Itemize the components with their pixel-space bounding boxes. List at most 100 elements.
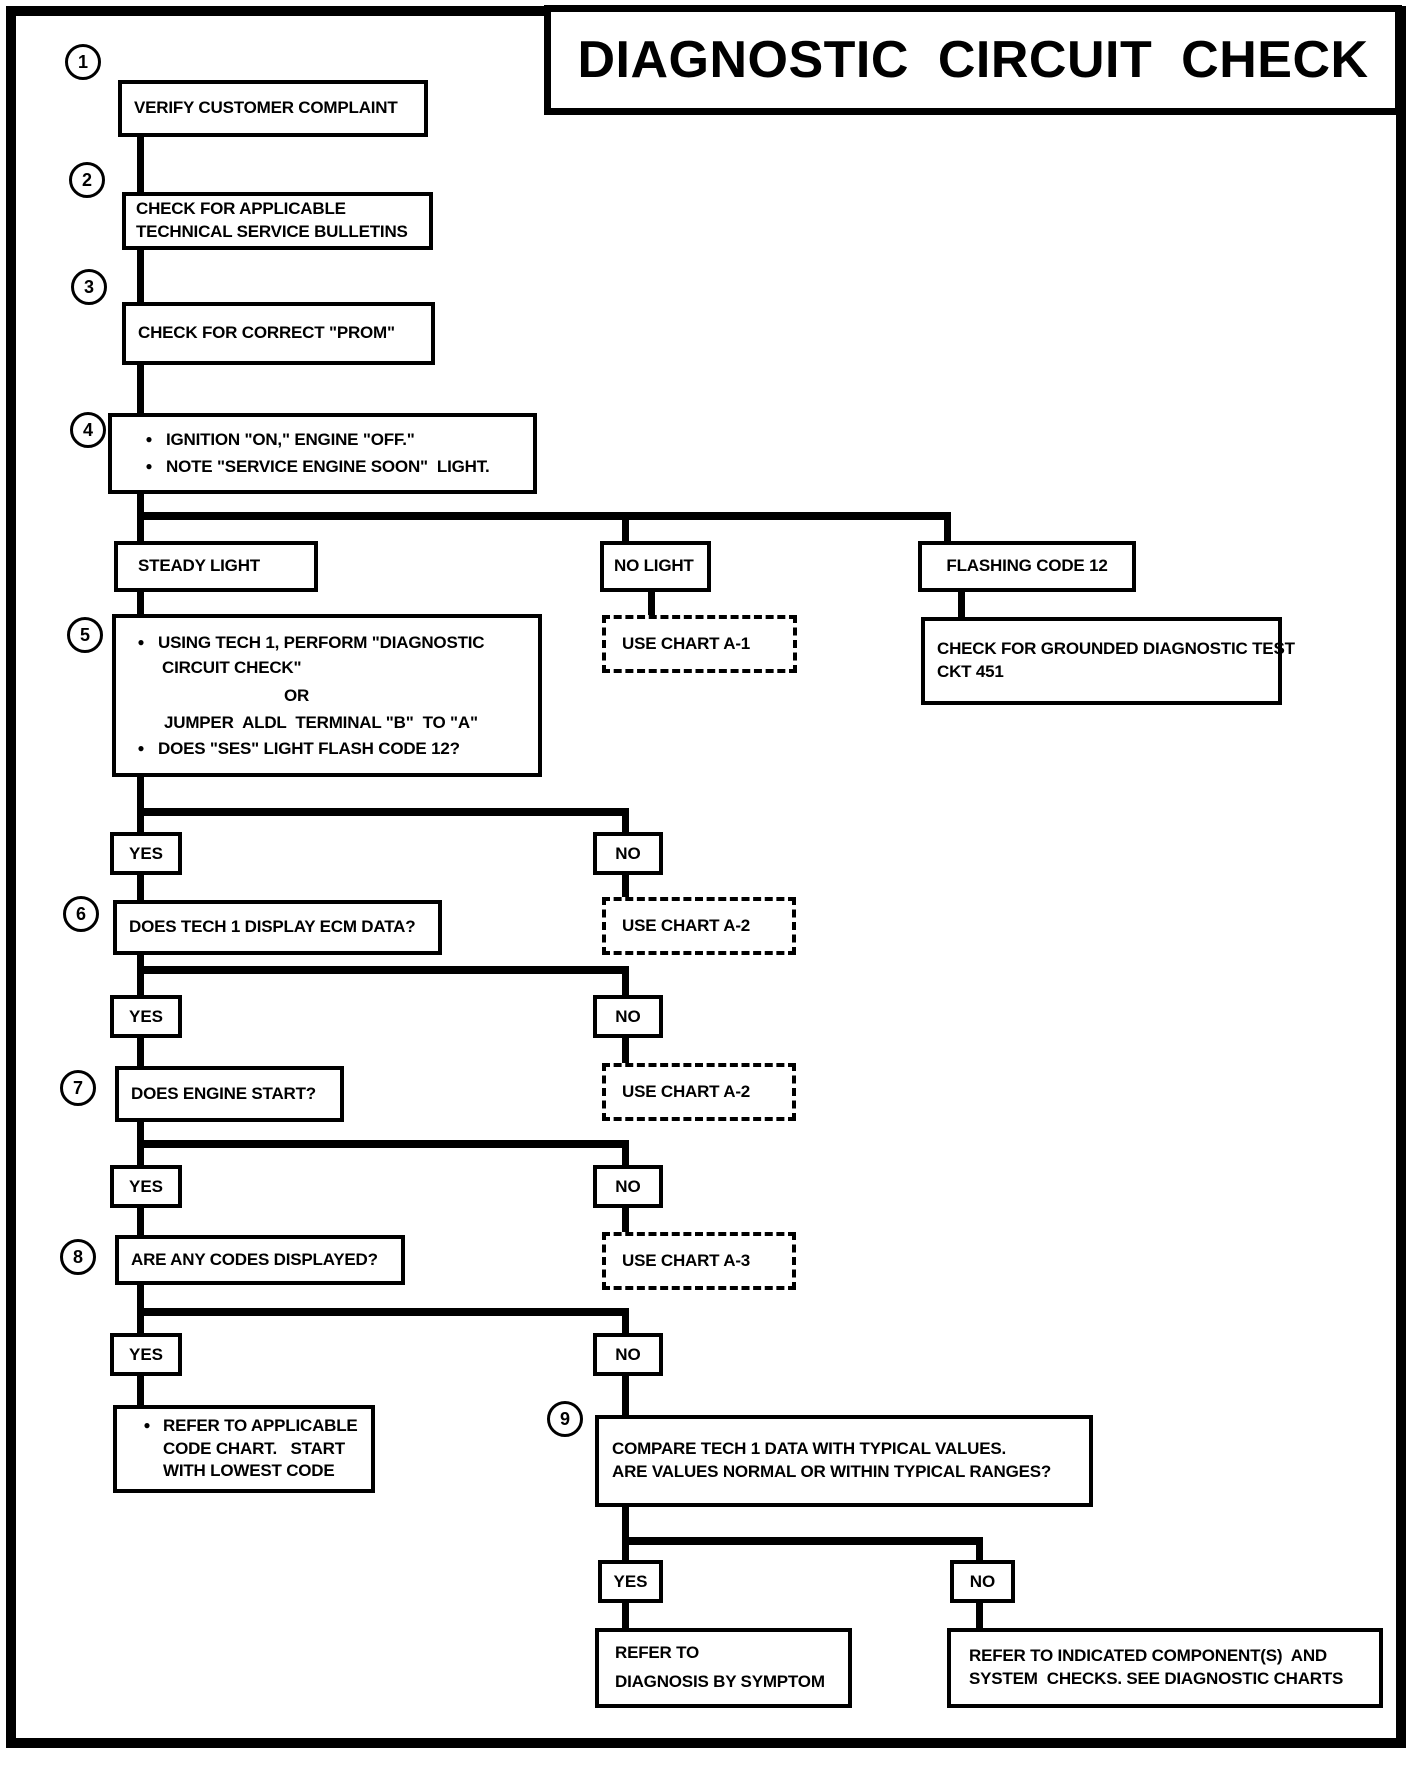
node-text: IGNITION "ON," ENGINE "OFF." [166, 429, 415, 449]
node-text: SYSTEM CHECKS. SEE DIAGNOSTIC CHARTS [969, 1669, 1344, 1688]
node-text: CHECK FOR GROUNDED DIAGNOSTIC TEST [937, 639, 1295, 659]
step-circle-4: 4 [70, 412, 106, 448]
connector-line [137, 873, 144, 902]
node-text: USING TECH 1, PERFORM "DIAGNOSTIC [158, 633, 485, 652]
step-circle-5: 5 [67, 617, 103, 653]
bullet-icon: ● [145, 458, 153, 473]
step-number: 5 [79, 624, 90, 645]
connector-line [137, 1314, 144, 1335]
connector-line [137, 518, 144, 543]
node-text: REFER TO [615, 1643, 700, 1663]
node-text: CODE CHART. START [163, 1438, 345, 1458]
node-text: CKT 451 [937, 662, 1004, 681]
branch-no-label: NO [593, 1333, 663, 1376]
node-does-engine-start: DOES ENGINE START? [115, 1066, 344, 1122]
branch-no-label: NO [593, 1165, 663, 1208]
node-verify-customer-complaint: VERIFY CUSTOMER COMPLAINT [118, 80, 428, 137]
connector-line [622, 1374, 629, 1417]
connector-line [622, 1206, 629, 1234]
branch-yes-label: YES [598, 1560, 663, 1603]
node-technical-service-bulletins: CHECK FOR APPLICABLE TECHNICAL SERVICE B… [122, 192, 433, 250]
connector-line [622, 1543, 629, 1562]
connector-line [137, 814, 144, 834]
connector-line [137, 1283, 144, 1312]
node-text: REFER TO APPLICABLE [163, 1415, 358, 1435]
connector-line [958, 590, 965, 621]
connector-line [137, 1036, 144, 1068]
step-circle-8: 8 [60, 1239, 96, 1275]
no-label: NO [615, 1176, 641, 1196]
branch-no-label: NO [593, 995, 663, 1038]
node-text: ARE ANY CODES DISPLAYED? [131, 1249, 378, 1269]
connector-line [944, 518, 951, 543]
connector-line [622, 1601, 629, 1630]
node-text: REFER TO INDICATED COMPONENT(S) AND [969, 1646, 1327, 1666]
node-component-system-checks: REFER TO INDICATED COMPONENT(S) AND SYST… [947, 1628, 1383, 1708]
bullet-icon: ● [143, 1417, 151, 1432]
step-number: 6 [75, 903, 86, 924]
branch-line [137, 512, 951, 520]
connector-line [976, 1601, 983, 1630]
node-text: COMPARE TECH 1 DATA WITH TYPICAL VALUES. [612, 1439, 1007, 1459]
node-tech1-display-ecm-data: DOES TECH 1 DISPLAY ECM DATA? [113, 900, 442, 955]
node-compare-tech1-data: COMPARE TECH 1 DATA WITH TYPICAL VALUES.… [595, 1415, 1093, 1507]
connector-line [137, 775, 144, 812]
node-text: DOES "SES" LIGHT FLASH CODE 12? [158, 738, 460, 758]
connector-line [622, 1314, 629, 1335]
node-text: DOES TECH 1 DISPLAY ECM DATA? [129, 917, 416, 937]
connector-line [622, 1505, 629, 1541]
node-text: DOES ENGINE START? [131, 1083, 316, 1103]
no-label: NO [615, 1344, 641, 1364]
branch-steady-light: STEADY LIGHT [114, 541, 318, 592]
step-number: 1 [77, 51, 88, 72]
step-circle-7: 7 [60, 1070, 96, 1106]
connector-line [137, 135, 144, 195]
node-use-chart-a2-first: USE CHART A-2 [602, 897, 796, 955]
bullet-row: ● DOES "SES" LIGHT FLASH CODE 12? [124, 738, 538, 761]
node-text: JUMPER ALDL TERMINAL "B" TO "A" [164, 712, 478, 732]
node-ignition-on-note-light: ● IGNITION "ON," ENGINE "OFF." ● NOTE "S… [108, 413, 537, 494]
node-text: OR [284, 685, 310, 705]
branch-line [137, 808, 629, 816]
connector-line [622, 1036, 629, 1065]
node-text: CHECK FOR CORRECT "PROM" [138, 323, 395, 343]
node-use-chart-a3: USE CHART A-3 [602, 1232, 796, 1290]
connector-line [137, 1374, 144, 1407]
node-text: ARE VALUES NORMAL OR WITHIN TYPICAL RANG… [612, 1462, 1052, 1481]
branch-flashing-code-12: FLASHING CODE 12 [918, 541, 1136, 592]
node-text: CHECK FOR APPLICABLE [136, 199, 346, 219]
yes-label: YES [613, 1571, 648, 1591]
bullet-icon: ● [137, 635, 145, 649]
connector-line [137, 1146, 144, 1167]
connector-line [622, 972, 629, 997]
branch-no-label: NO [593, 832, 663, 875]
node-diagnosis-by-symptom: REFER TO DIAGNOSIS BY SYMPTOM [595, 1628, 852, 1708]
page-title-box: DIAGNOSTIC CIRCUIT CHECK [544, 5, 1402, 115]
node-text: USE CHART A-2 [622, 915, 751, 935]
node-use-chart-a1: USE CHART A-1 [602, 615, 797, 673]
step-number: 7 [72, 1077, 83, 1098]
step-number: 8 [72, 1246, 83, 1267]
no-label: NO [615, 1006, 641, 1026]
node-text: CIRCUIT CHECK" [162, 657, 302, 677]
bullet-row: ● IGNITION "ON," ENGINE "OFF." [132, 429, 533, 452]
bullet-icon: ● [145, 431, 153, 446]
branch-line [622, 1537, 983, 1545]
step-number: 2 [81, 169, 92, 190]
node-text: FLASHING CODE 12 [946, 556, 1108, 576]
node-text: USE CHART A-2 [622, 1081, 751, 1101]
connector-line [976, 1543, 983, 1562]
yes-label: YES [128, 1006, 164, 1026]
node-use-chart-a2-second: USE CHART A-2 [602, 1063, 796, 1121]
step-circle-9: 9 [547, 1401, 583, 1437]
bullet-row: ● NOTE "SERVICE ENGINE SOON" LIGHT. [132, 456, 533, 479]
connector-line [137, 590, 144, 616]
no-label: NO [615, 843, 641, 863]
step-circle-1: 1 [65, 44, 101, 80]
step-number: 9 [559, 1408, 570, 1429]
node-refer-code-chart: ● REFER TO APPLICABLE CODE CHART. START … [113, 1405, 375, 1493]
yes-label: YES [128, 1344, 164, 1364]
connector-line [137, 1206, 144, 1237]
connector-line [622, 518, 629, 543]
